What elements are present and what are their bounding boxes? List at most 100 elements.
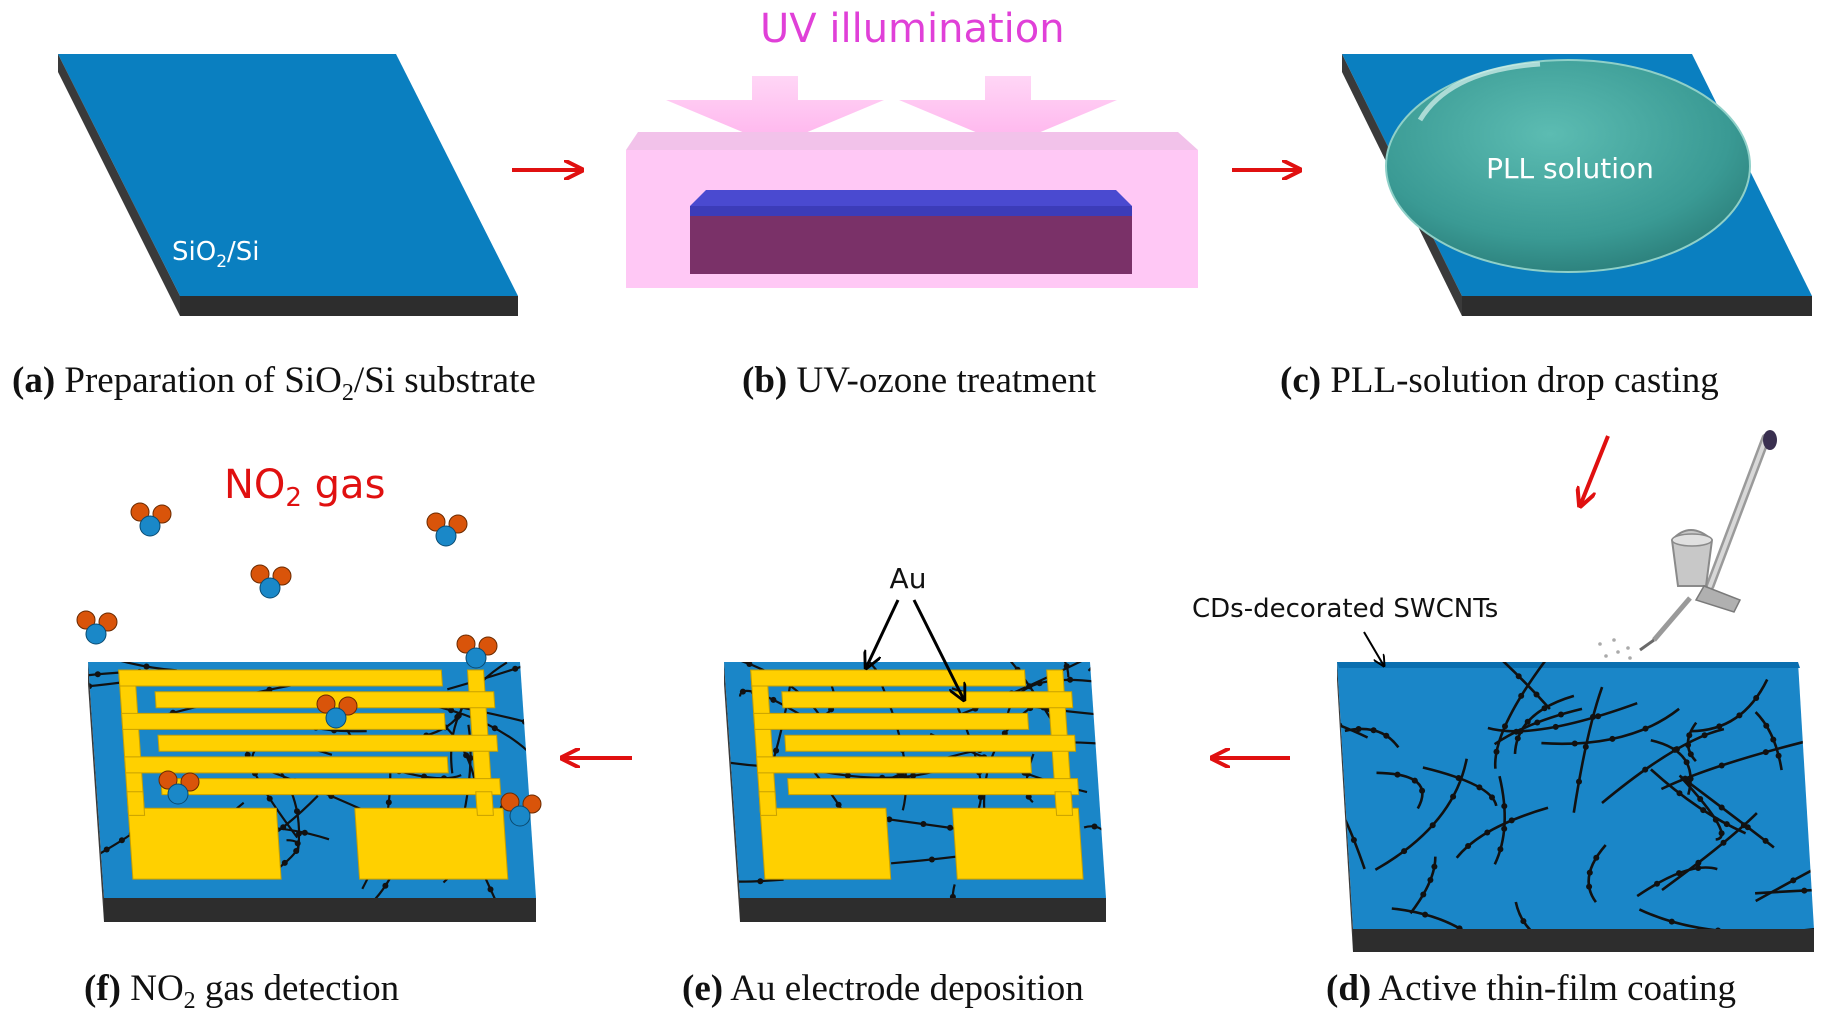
carbon-dot: [1497, 655, 1503, 661]
caption-f: (f) NO2 gas detection: [84, 968, 399, 1014]
electrode-segment: [118, 669, 443, 687]
oxygen-atom: [180, 772, 200, 792]
swcnt-strand: [1514, 901, 1618, 929]
carbon-dot: [1324, 784, 1330, 790]
carbon-dot: [463, 752, 470, 759]
no2-molecule: [130, 502, 172, 537]
electrode-segment: [127, 807, 282, 880]
carbon-dot: [1056, 648, 1062, 654]
electrode-segment: [756, 756, 1033, 774]
carbon-dot: [1067, 676, 1074, 683]
electrode-segment: [354, 807, 509, 880]
carbon-dot: [739, 688, 746, 695]
substrate-f: NO2 gas: [76, 462, 542, 922]
oxygen-atom: [152, 504, 172, 524]
carbon-dot: [910, 772, 917, 779]
swcnt-strand: [1513, 694, 1575, 754]
carbon-dot: [1716, 723, 1723, 730]
substrate-side-left: [58, 54, 180, 316]
carbon-dot: [491, 725, 498, 732]
carbon-dot: [1429, 822, 1436, 829]
carbon-dot: [448, 707, 455, 714]
swcnt-strand: [1755, 818, 1814, 903]
oxygen-atom: [250, 564, 270, 584]
wafer-body: [690, 206, 1132, 274]
carbon-dot: [1668, 918, 1675, 925]
carbon-dot: [1586, 869, 1593, 876]
carbon-dot: [1517, 728, 1524, 735]
carbon-dot: [746, 662, 753, 667]
substrate-side-left: [88, 662, 104, 922]
au-pointer-left: [866, 599, 900, 668]
electrode-segment: [951, 807, 1084, 880]
carbon-dot: [103, 846, 110, 853]
caption-d: (d) Active thin-film coating: [1326, 968, 1736, 1009]
wafer-oxide: [690, 206, 1132, 216]
carbon-dot: [1697, 796, 1704, 802]
carbon-dot: [1502, 723, 1508, 730]
nitrogen-atom: [465, 647, 487, 669]
oxygen-atom: [500, 792, 520, 812]
au-pointer-right: [912, 599, 964, 700]
electrode-segment: [126, 791, 146, 816]
carbon-dot: [1687, 775, 1694, 782]
carbon-dot: [1520, 918, 1527, 925]
swcnt-network: [1324, 655, 1814, 951]
carbon-dot: [1329, 945, 1335, 951]
carbon-dot: [1450, 793, 1457, 800]
carbon-dot: [1720, 839, 1727, 846]
carbon-dot: [94, 671, 101, 678]
carbon-dot: [1654, 880, 1660, 887]
carbon-dot: [835, 801, 842, 808]
swcnt-strand: [1572, 686, 1604, 813]
nitrogen-atom: [167, 783, 189, 805]
carbon-dot: [1063, 663, 1070, 670]
swcnt-strand: [1487, 701, 1638, 733]
carbon-dot: [1642, 766, 1649, 773]
electrode-segment: [759, 807, 892, 880]
carbon-dot: [1093, 662, 1100, 663]
carbon-dot: [1431, 863, 1438, 870]
carbon-dot: [1676, 870, 1682, 877]
carbon-dot: [1350, 837, 1357, 843]
carbon-dot: [521, 718, 528, 725]
au-electrodes: [750, 669, 1084, 880]
carbon-dot: [1501, 803, 1508, 810]
no2-molecule: [250, 564, 292, 599]
nitrogen-atom: [259, 577, 281, 599]
carbon-dot: [1534, 719, 1541, 726]
carbon-dot: [1701, 732, 1708, 739]
carbon-dot: [1524, 718, 1531, 725]
caption-c: (c) PLL-solution drop casting: [1280, 360, 1719, 401]
carbon-dot: [1422, 911, 1429, 918]
chamber-top: [626, 132, 1198, 150]
carbon-dot: [385, 799, 392, 806]
swcnt-strand: [1636, 866, 1718, 898]
au-electrodes: [118, 669, 509, 880]
carbon-dot: [1355, 726, 1362, 732]
carbon-dot: [1411, 777, 1418, 784]
carbon-dot: [1718, 804, 1725, 811]
swcnt-strand: [1422, 766, 1498, 807]
carbon-dot: [1576, 778, 1582, 785]
carbon-dot: [1571, 740, 1578, 747]
swcnt-strand: [1660, 734, 1814, 791]
oxygen-atom: [272, 566, 292, 586]
swcnt-strand: [1493, 662, 1553, 769]
swcnt-strand: [88, 662, 177, 672]
flow-arrow-c-d: [1580, 435, 1610, 506]
carbon-dot: [1683, 759, 1690, 766]
oxygen-atom: [478, 636, 498, 656]
carbon-dot: [1493, 748, 1500, 755]
carbon-dot: [455, 712, 462, 719]
oxygen-atom: [426, 512, 446, 532]
carbon-dot: [1110, 842, 1116, 848]
carbon-dot: [947, 824, 954, 831]
carbon-dot: [1790, 877, 1797, 884]
carbon-dot: [1753, 695, 1760, 701]
swcnt-strand: [803, 662, 878, 671]
oxygen-atom: [456, 634, 476, 654]
carbon-dot: [1533, 691, 1540, 698]
carbon-dot: [1700, 807, 1707, 814]
